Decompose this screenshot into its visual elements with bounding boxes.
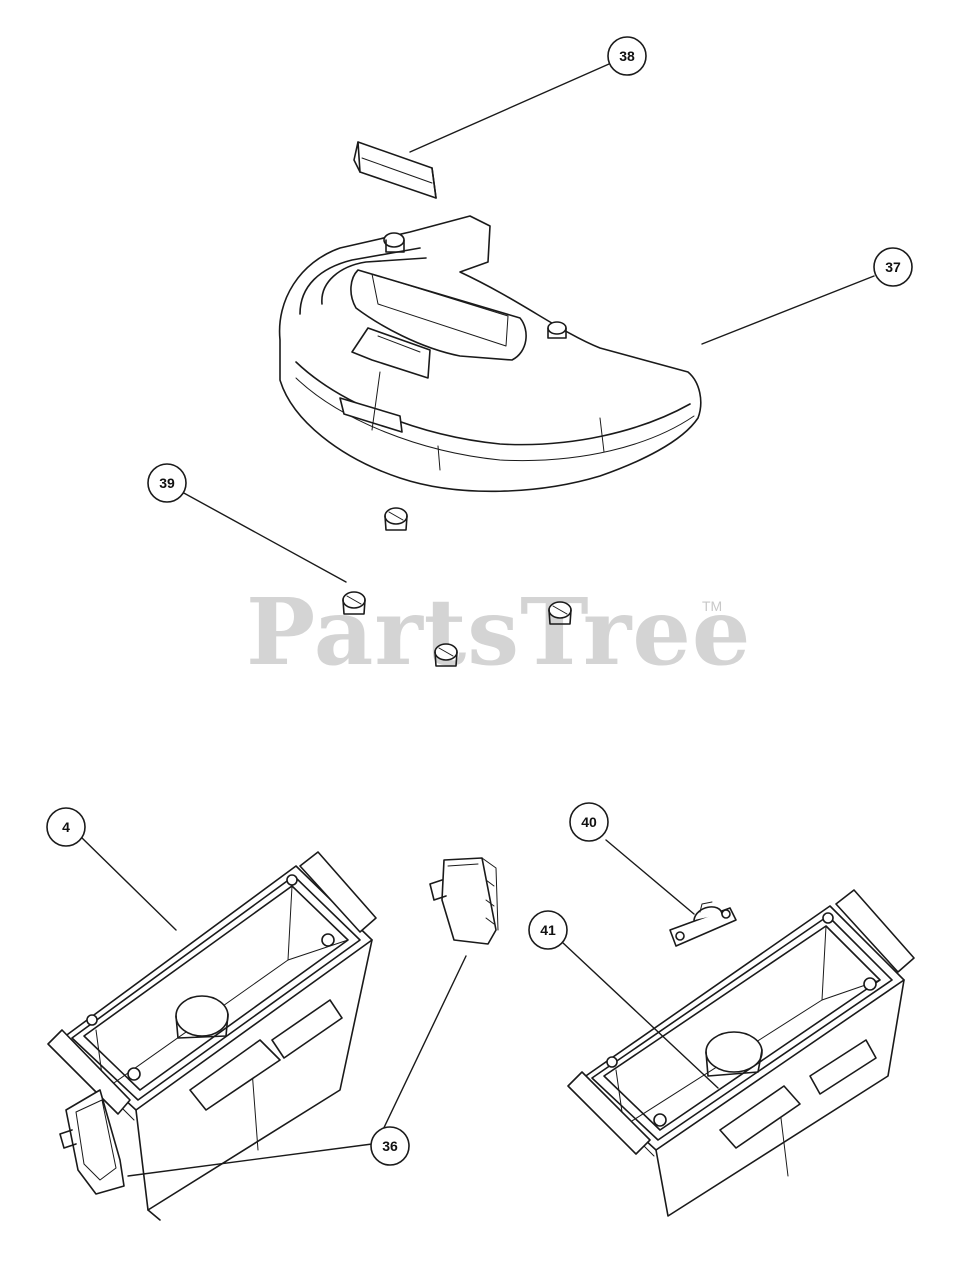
callout-39-label: 39 xyxy=(159,475,175,491)
leader-41 xyxy=(561,941,719,1089)
part-37-cover xyxy=(278,215,702,493)
part-39-knob-a xyxy=(384,507,408,531)
leader-38 xyxy=(409,63,610,153)
part-38-bar xyxy=(353,141,437,199)
callout-4: 4 xyxy=(46,807,86,847)
leader-40 xyxy=(605,839,695,915)
leader-37 xyxy=(701,275,875,345)
part-36-clip-left xyxy=(59,1089,125,1195)
callout-4-label: 4 xyxy=(62,819,70,835)
callout-40: 40 xyxy=(569,802,609,842)
callout-41: 41 xyxy=(528,910,568,950)
part-41-battery-box-right xyxy=(567,889,915,1217)
part-36-clip-right xyxy=(429,857,499,945)
callout-39: 39 xyxy=(147,463,187,503)
leader-39 xyxy=(181,491,347,583)
callout-38-label: 38 xyxy=(619,48,635,64)
part-4-battery-box-left xyxy=(47,851,377,1221)
part-39-knob-c xyxy=(548,601,572,625)
part-39-knob-d xyxy=(434,643,458,667)
callout-37-label: 37 xyxy=(885,259,901,275)
callout-40-label: 40 xyxy=(581,814,597,830)
callout-41-label: 41 xyxy=(540,922,556,938)
leader-4 xyxy=(79,835,177,931)
leader-36b xyxy=(127,1143,373,1177)
callout-38: 38 xyxy=(607,36,647,76)
trademark-mark: TM xyxy=(702,598,723,614)
leader-36a xyxy=(379,955,467,1137)
part-39-knob-b xyxy=(342,591,366,615)
callout-36-label: 36 xyxy=(382,1138,398,1154)
part-40-bracket xyxy=(669,901,737,947)
callout-36: 36 xyxy=(370,1126,410,1166)
leader-lines xyxy=(79,63,875,1177)
callout-37: 37 xyxy=(873,247,913,287)
partstree-watermark: PartsTree xyxy=(246,578,752,686)
